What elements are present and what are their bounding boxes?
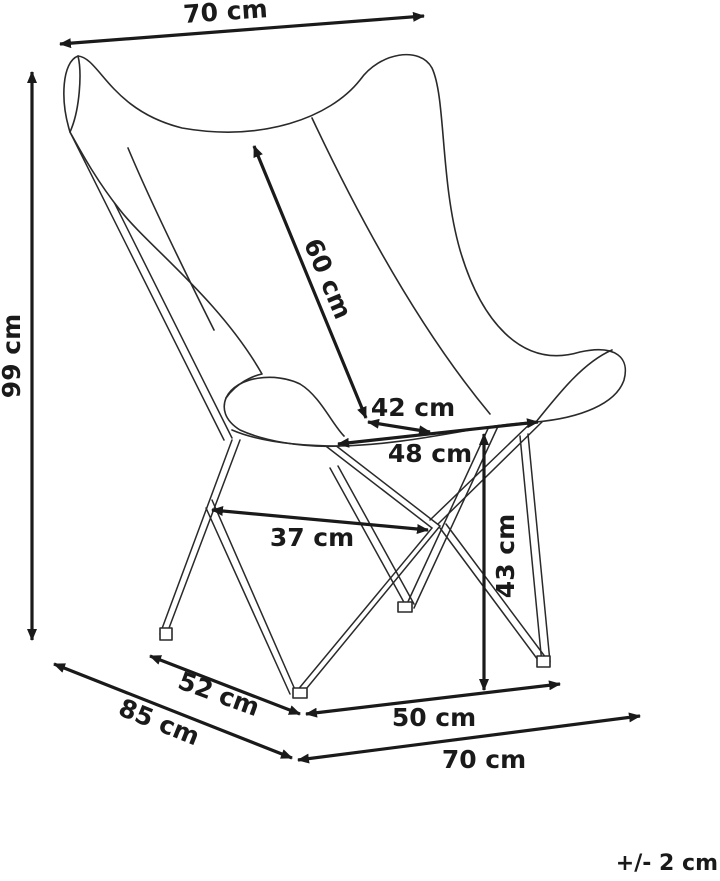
frame-leg-center-a (295, 437, 442, 695)
sling-left-fold (69, 55, 81, 133)
sling-back-crease (127, 147, 215, 331)
label-overall-depth: 85 cm (115, 693, 204, 751)
dim-line-top-width (59, 11, 425, 49)
label-height: 99 cm (0, 314, 26, 398)
sling-seat-lip (231, 429, 341, 447)
dim-line-backrest (252, 145, 368, 419)
frame-leg-center-b (329, 465, 415, 607)
frame-leg-right-b (519, 433, 551, 665)
label-bottom-width: 70 cm (442, 745, 526, 774)
label-base-side: 52 cm (174, 666, 263, 722)
dim-line-overall-depth (53, 662, 293, 760)
frame-leg-left-a (159, 439, 241, 637)
label-seat-depth: 42 cm (371, 393, 455, 422)
dim-line-seat-width (337, 418, 539, 448)
dim-line-seat-to-leg (211, 506, 429, 534)
foot-cap-1 (159, 627, 173, 641)
label-base-front: 50 cm (392, 703, 476, 732)
tolerance-note: +/- 2 cm (616, 851, 718, 876)
foot-cap-3 (397, 601, 413, 613)
label-seat-to-leg: 37 cm (270, 523, 354, 552)
dimension-lines (27, 11, 641, 764)
chair-sling (63, 53, 627, 448)
foot-cap-2 (292, 687, 308, 699)
dim-line-bottom-width (297, 712, 641, 764)
frame-leg-right-c (439, 523, 547, 661)
label-top-width: 70 cm (182, 0, 268, 29)
foot-cap-4 (536, 655, 551, 668)
sling-body (63, 53, 627, 448)
sling-right-wing (535, 349, 613, 423)
label-seat-height: 43 cm (491, 514, 520, 598)
dim-line-base-front (305, 680, 561, 718)
label-seat-width: 48 cm (388, 439, 472, 468)
